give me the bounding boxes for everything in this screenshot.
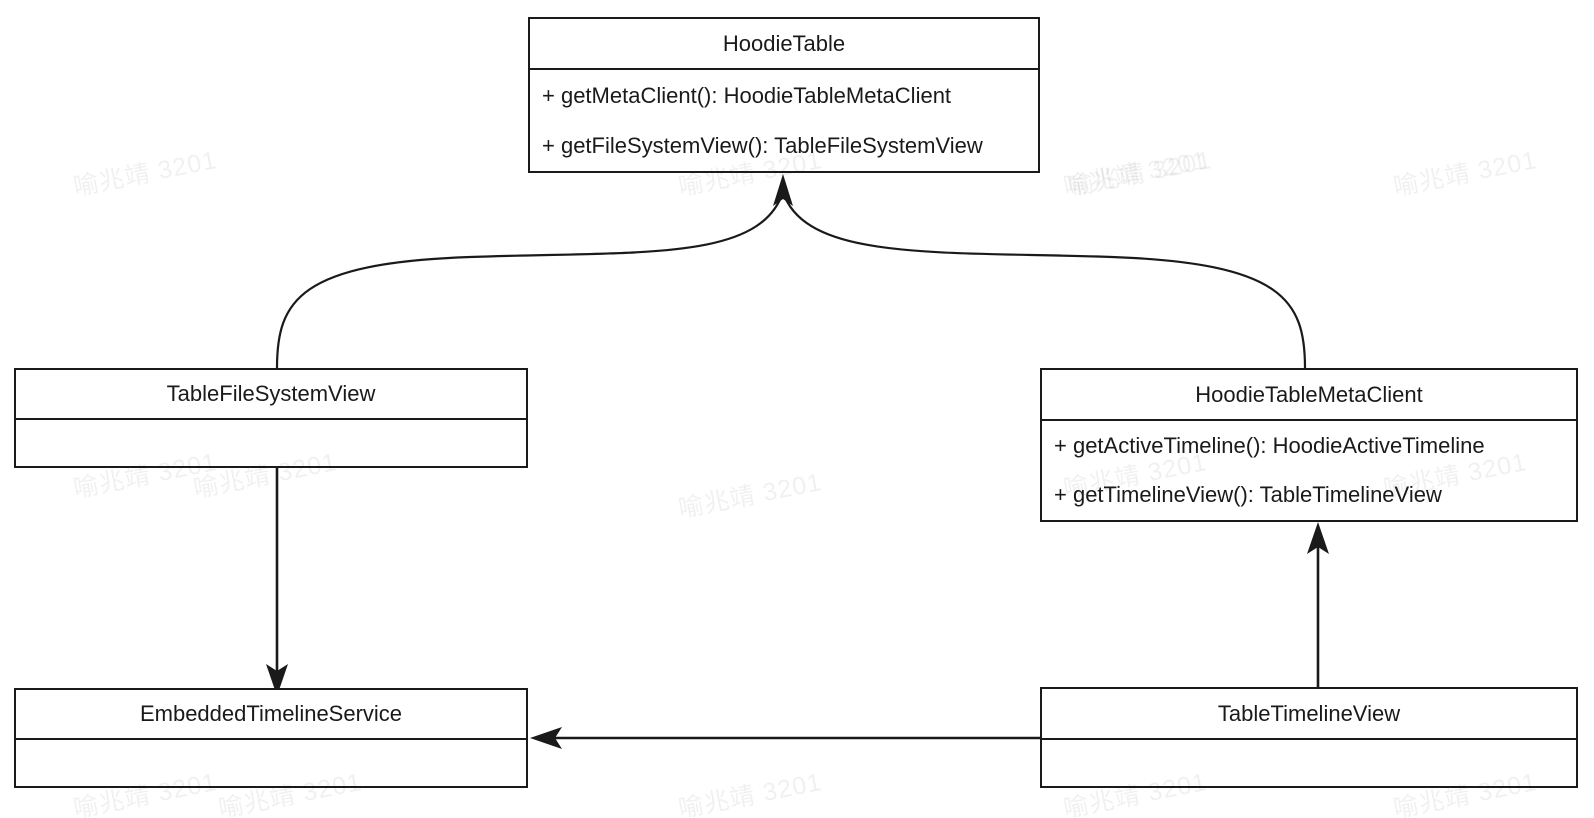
- class-members-table-file-system-view: [16, 420, 526, 466]
- watermark-text: 喻兆靖 3201: [1061, 146, 1210, 202]
- class-title-table-timeline-view: TableTimelineView: [1042, 689, 1576, 740]
- class-member-row: + getTimelineView(): TableTimelineView: [1054, 482, 1442, 508]
- watermark-text: 喻兆靖 3201: [676, 468, 825, 524]
- class-name-label: TableTimelineView: [1217, 700, 1401, 726]
- connector-metaclient-to-hoodietable: [781, 191, 1307, 369]
- arrowhead-into-hoodietable: [773, 174, 793, 206]
- watermark-text: 喻兆靖 3201: [1066, 146, 1215, 202]
- class-name-label: EmbeddedTimelineService: [139, 701, 403, 726]
- watermark-text: 喻兆靖 3201: [1391, 146, 1540, 202]
- class-box-embedded-timeline-service[interactable]: EmbeddedTimelineService: [14, 688, 528, 788]
- watermark-text: 喻兆靖 3201: [676, 768, 825, 818]
- class-member-row: + getMetaClient(): HoodieTableMetaClient: [542, 82, 952, 108]
- class-members-hoodie-table-meta-client: + getActiveTimeline(): HoodieActiveTimel…: [1042, 421, 1576, 520]
- arrowhead-into-timelineservice-right: [530, 727, 562, 749]
- class-member-row: + getFileSystemView(): TableFileSystemVi…: [542, 132, 983, 158]
- class-members-table-timeline-view: [1042, 740, 1576, 786]
- class-box-table-file-system-view[interactable]: TableFileSystemView: [14, 368, 528, 468]
- class-name-label: HoodieTableMetaClient: [1195, 381, 1423, 407]
- class-title-embedded-timeline-service: EmbeddedTimelineService: [16, 690, 526, 740]
- watermark-text: 喻兆靖 3201: [71, 146, 220, 202]
- class-members-hoodie-table: + getMetaClient(): HoodieTableMetaClient…: [530, 70, 1038, 171]
- class-title-hoodie-table: HoodieTable: [530, 19, 1038, 70]
- connector-fsview-to-hoodietable: [275, 191, 785, 369]
- class-title-table-file-system-view: TableFileSystemView: [16, 370, 526, 420]
- class-title-hoodie-table-meta-client: HoodieTableMetaClient: [1042, 370, 1576, 421]
- class-name-label: HoodieTable: [722, 30, 846, 56]
- arrowhead-into-metaclient-bottom: [1307, 522, 1329, 554]
- class-members-embedded-timeline-service: [16, 740, 526, 786]
- class-member-row: + getActiveTimeline(): HoodieActiveTimel…: [1054, 433, 1485, 459]
- class-box-hoodie-table[interactable]: HoodieTable + getMetaClient(): HoodieTab…: [528, 17, 1040, 173]
- class-name-label: TableFileSystemView: [166, 381, 376, 406]
- class-box-table-timeline-view[interactable]: TableTimelineView: [1040, 687, 1578, 788]
- class-box-hoodie-table-meta-client[interactable]: HoodieTableMetaClient + getActiveTimelin…: [1040, 368, 1578, 522]
